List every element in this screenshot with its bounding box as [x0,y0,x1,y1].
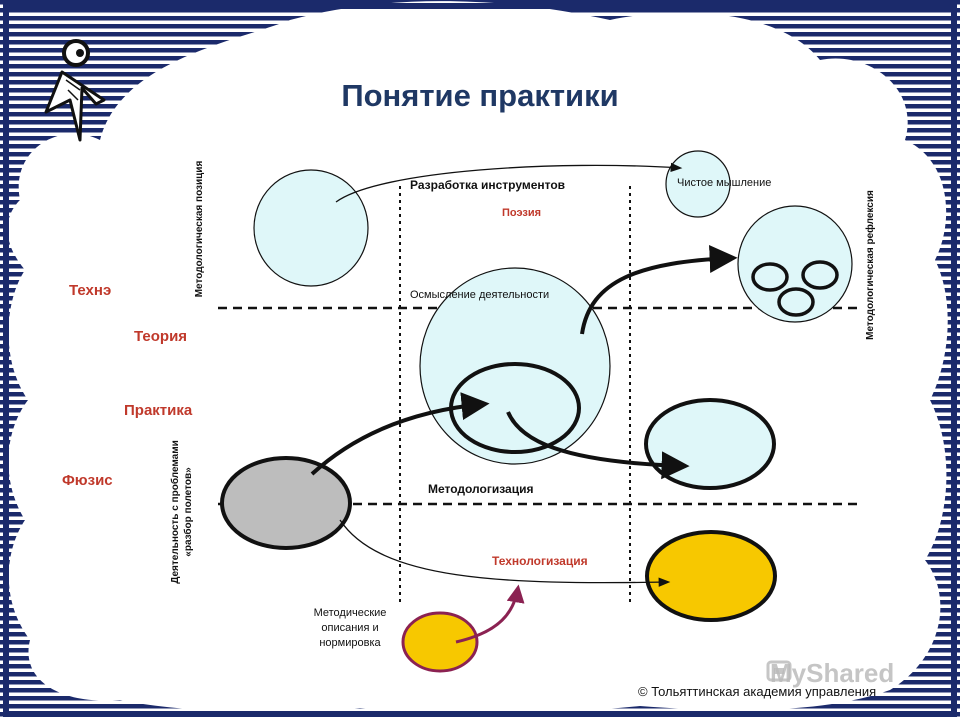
label-methodological-position: Методологическая позиция [194,160,205,298]
slide-frame [3,3,957,717]
technologization-circle [645,530,777,622]
mushared-logo-icon [766,660,792,682]
label-physis: Фюзис [62,472,113,489]
label-techne: Технэ [69,282,112,299]
watermark: MyShared [770,658,895,688]
label-poetry: Поэзия [502,207,542,219]
label-methodologization: Методологизация [428,482,534,496]
label-activity-comprehension: Осмысление деятельности [410,289,550,301]
label-technologization: Технологизация [492,554,588,568]
label-activity-problems: Деятельность с проблемами «разбор полето… [169,427,197,597]
page-title: Понятие практики [341,78,619,113]
methodologization-circle [644,398,776,490]
arrow-to-practice [310,392,490,476]
arrow-to-technologization-maroon [455,584,525,644]
label-theory: Теория [134,328,188,345]
label-tools-development: Разработка инструментов [410,178,566,192]
arrow-to-technologization [339,519,671,587]
arrow-to-pure-thinking [335,162,683,203]
methodical-line-3: нормировка [319,637,381,649]
methodical-descriptions-circle [401,611,479,673]
copyright: © Тольяттинская академия управления [638,684,877,699]
label-methodical-descriptions: Методические описания и нормировка [304,606,396,651]
label-practice: Практика [124,402,193,419]
reflection-circle [737,205,853,323]
activity-problems-circle [220,456,352,550]
arrow-to-reflection [580,244,738,335]
arrow-to-methodologization [506,411,690,480]
methodical-line-1: Методические [313,607,387,619]
methodological-position-circle [253,169,369,287]
person-logo-icon [44,39,106,142]
label-pure-thinking: Чистое мышление [677,177,772,189]
label-methodological-reflection: Методологическая рефлексия [865,190,876,340]
activity-problems-line-1: Деятельность с проблемами [170,440,181,584]
methodical-line-2: описания и [321,622,379,634]
activity-problems-line-2: «разбор полетов» [183,467,194,557]
